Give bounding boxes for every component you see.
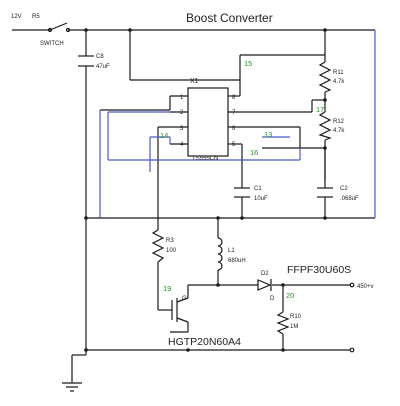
- c1-name: C1: [254, 186, 262, 192]
- node-label: 13: [264, 130, 272, 139]
- r12-value: 4.7k: [333, 128, 345, 134]
- pin2-num: 2: [180, 110, 184, 116]
- output-label: 450+v: [357, 284, 374, 290]
- junction-dot: [216, 283, 220, 287]
- r3-resistor: [151, 229, 165, 263]
- r11-value: 4.7k: [333, 79, 345, 85]
- r10-resistor: [276, 311, 290, 335]
- diagram-title: Boost Converter: [186, 11, 273, 25]
- transistor-part: HGTP20N60A4: [168, 336, 241, 348]
- pin7-num: 7: [232, 110, 236, 116]
- ts555-ic: [187, 87, 229, 157]
- r10-value: 1M: [290, 324, 298, 330]
- r12-resistor: [318, 111, 332, 141]
- switch-symbol: [47, 22, 71, 33]
- drain-label: D: [270, 296, 275, 302]
- node-label: 17: [316, 105, 324, 114]
- diode-part: FFPF30U60S: [287, 264, 351, 276]
- node-label: 16: [250, 148, 258, 157]
- junction-dot: [240, 216, 244, 220]
- l1-value: 680uH: [228, 258, 246, 264]
- pin1-num: 1: [180, 95, 184, 101]
- ic-ref: X1: [190, 78, 199, 85]
- junction-dot: [323, 146, 327, 150]
- output-terminal: [349, 282, 355, 288]
- node-label: 14: [160, 131, 168, 140]
- node-label: 15: [244, 59, 252, 68]
- gate-label: G: [182, 296, 187, 302]
- junction-dot: [128, 28, 132, 32]
- l1-inductor: [217, 237, 223, 271]
- l1-name: L1: [228, 248, 235, 254]
- r5-label: R5: [32, 14, 40, 20]
- d2-name: D2: [261, 271, 269, 277]
- junction-dot: [281, 283, 285, 287]
- junction-dot: [84, 28, 88, 32]
- c2-name: C2: [340, 186, 348, 192]
- pin3-num: 3: [180, 126, 184, 132]
- d2-diode: [257, 279, 272, 291]
- ground-icon: [62, 382, 82, 392]
- igbt-transistor: [171, 297, 189, 323]
- c2-value: .068uF: [340, 196, 359, 202]
- c8-value: 47uF: [96, 64, 110, 70]
- c1-value: 10uF: [254, 196, 268, 202]
- supply-label: 12V: [11, 14, 22, 20]
- node-label: 19: [163, 284, 171, 293]
- c8-name: C8: [96, 54, 104, 60]
- pin6-num: 6: [232, 126, 236, 132]
- junction-dot: [323, 216, 327, 220]
- r11-name: R11: [333, 70, 344, 76]
- switch-label: SWITCH: [40, 41, 64, 47]
- r10-name: R10: [290, 314, 302, 320]
- c8-capacitor: [78, 55, 94, 67]
- junction-dot: [84, 216, 88, 220]
- c1-capacitor: [234, 187, 250, 198]
- pin8-num: 8: [232, 95, 236, 101]
- r11-resistor: [318, 61, 332, 93]
- junction-dot: [323, 98, 327, 102]
- ground-terminal: [349, 347, 355, 353]
- node-label: 20: [286, 291, 294, 300]
- r3-value: 100: [166, 248, 177, 254]
- junction-dot: [186, 348, 190, 352]
- junction-dot: [84, 348, 88, 352]
- r3-name: R3: [166, 238, 174, 244]
- pin4-num: 4: [180, 142, 184, 148]
- junction-dot: [323, 28, 327, 32]
- ic-part: TS555CN: [192, 156, 218, 162]
- c2-capacitor: [317, 187, 333, 198]
- junction-dot: [281, 348, 285, 352]
- pin5-num: 5: [232, 142, 236, 148]
- r12-name: R12: [333, 119, 345, 125]
- junction-dot: [216, 216, 220, 220]
